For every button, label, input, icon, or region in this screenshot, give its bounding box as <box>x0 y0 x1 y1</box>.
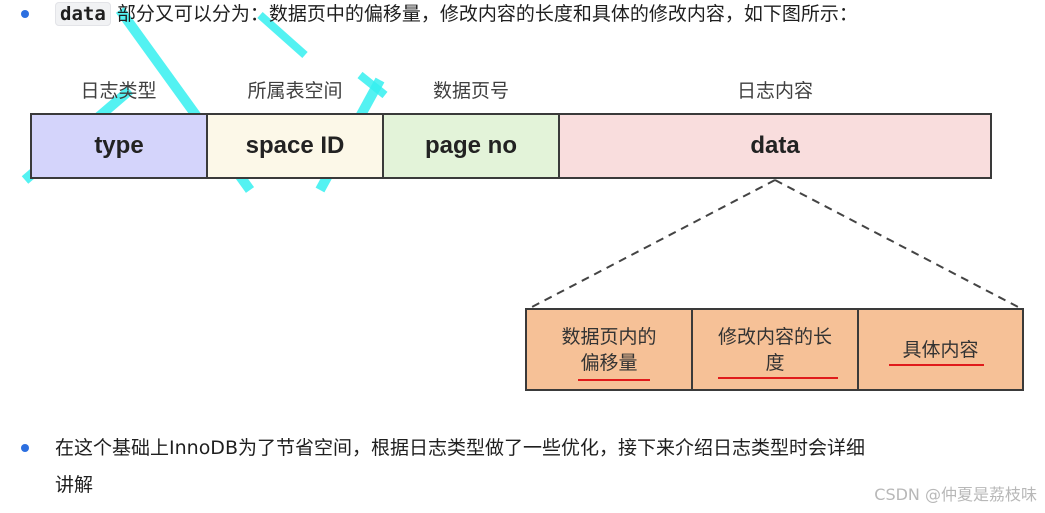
bullet-dot-2 <box>21 444 29 452</box>
bullet-dot-1 <box>21 10 29 18</box>
offset-line1: 数据页内的 <box>561 325 657 348</box>
bullet2-line2: 讲解 <box>55 474 94 496</box>
content-line1: 具体内容 <box>902 338 979 361</box>
header-log-content: 日志内容 <box>736 80 813 102</box>
header-page-no: 数据页号 <box>432 80 509 102</box>
offset-line2: 偏移量 <box>580 351 638 374</box>
length-line1: 修改内容的长 <box>717 325 832 348</box>
header-log-type: 日志类型 <box>80 80 157 102</box>
data-part-content: 具体内容 <box>857 308 1024 391</box>
field-space-id: space ID <box>206 113 384 179</box>
data-part-offset: 数据页内的偏移量 <box>525 308 693 391</box>
bullet2-line1: 在这个基础上InnoDB为了节省空间，根据日志类型做了一些优化，接下来介绍日志类… <box>55 437 865 459</box>
field-page-no: page no <box>382 113 560 179</box>
underline-offset <box>578 379 650 381</box>
length-line2: 度 <box>765 351 785 374</box>
field-data: data <box>558 113 992 179</box>
intro-paragraph: data 部分又可以分为：数据页中的偏移量，修改内容的长度和具体的修改内容，如下… <box>55 0 858 29</box>
code-term: data <box>55 2 111 26</box>
header-space: 所属表空间 <box>247 80 343 102</box>
watermark: CSDN @仲夏是荔枝味 <box>874 485 1037 504</box>
intro-text: 部分又可以分为：数据页中的偏移量，修改内容的长度和具体的修改内容，如下图所示： <box>116 3 858 25</box>
underline-length <box>718 377 838 379</box>
underline-content <box>889 364 984 366</box>
